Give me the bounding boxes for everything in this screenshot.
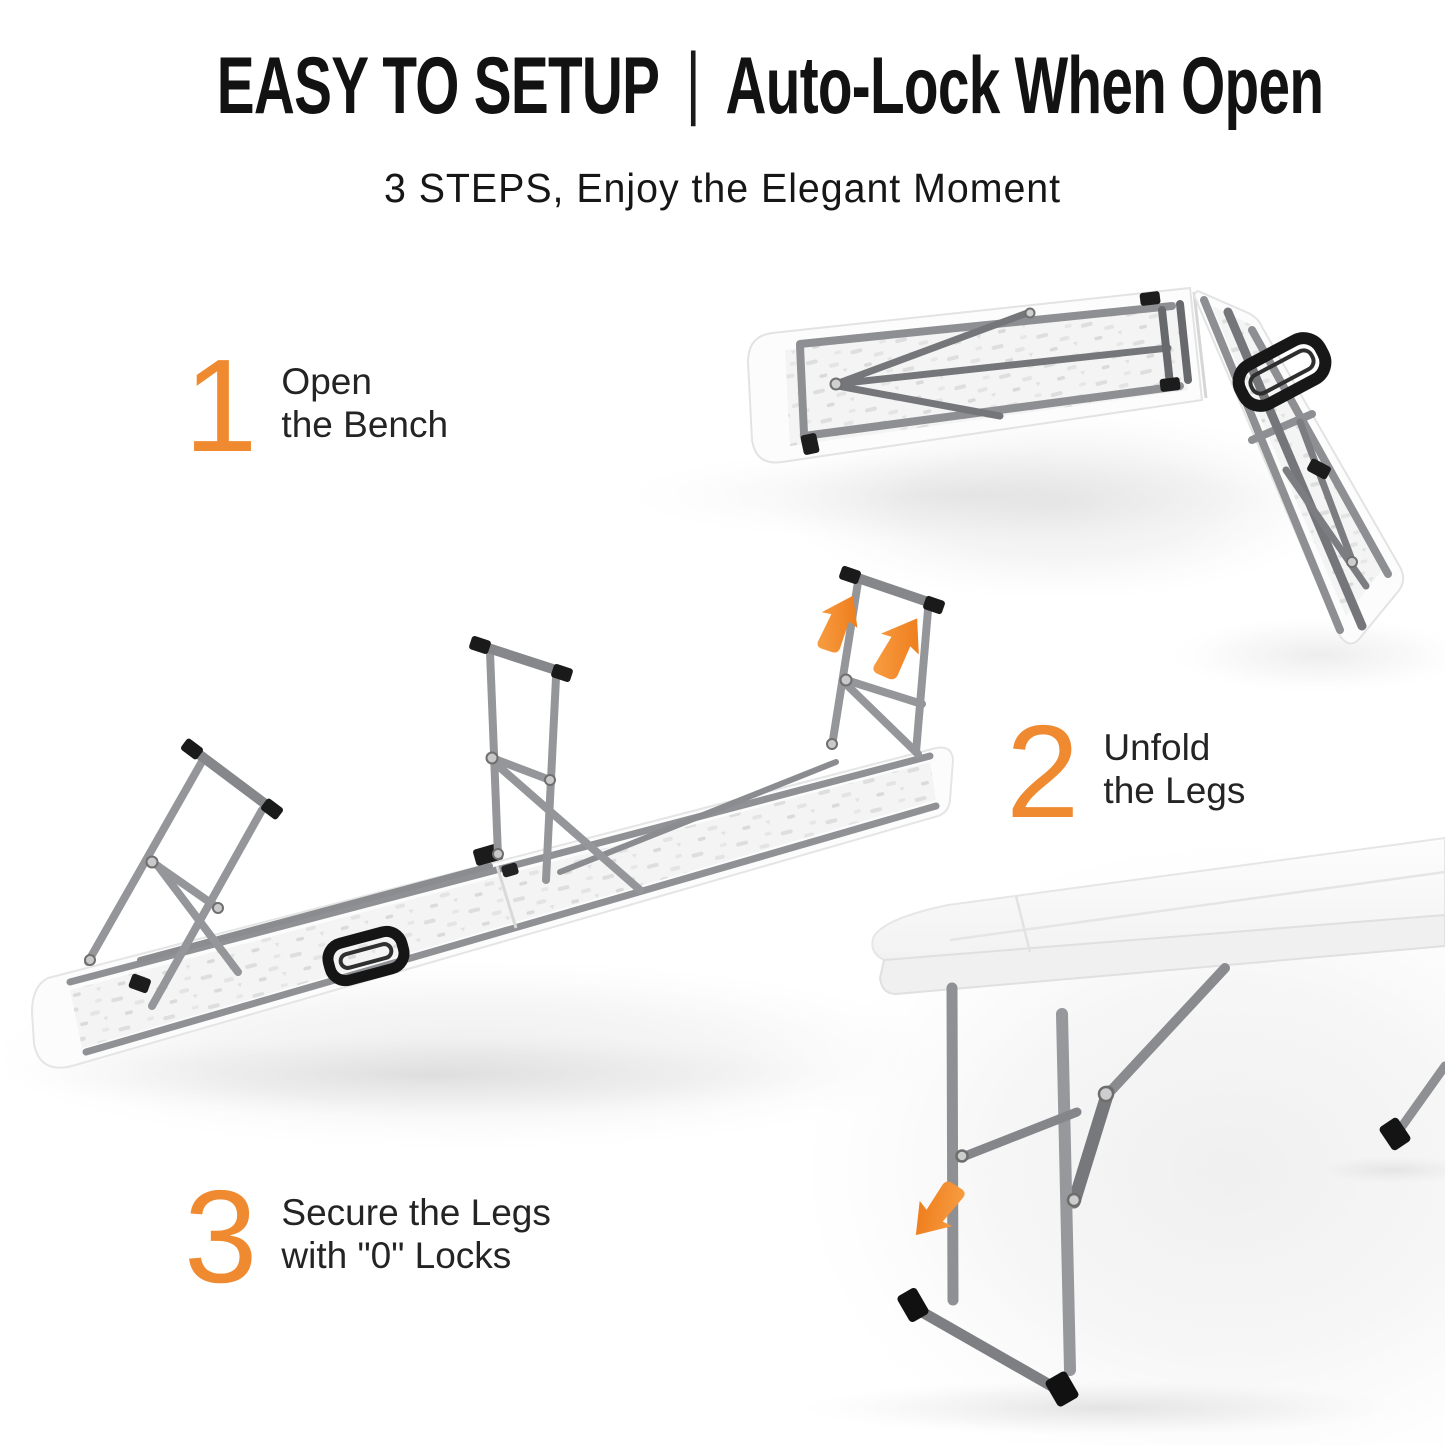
title-right: Auto-Lock When Open — [725, 41, 1324, 131]
step-1-label: Open the Bench — [281, 360, 448, 447]
step-3-line-2: with "0" Locks — [281, 1235, 512, 1277]
assembled-bench-illustration — [800, 836, 1445, 1445]
page-title: EASY TO SETUP | Auto-Lock When Open — [217, 42, 1324, 127]
header: EASY TO SETUP | Auto-Lock When Open 3 ST… — [0, 42, 1445, 212]
step-2-number: 2 — [1006, 698, 1079, 845]
step-3-label: Secure the Legs with "0" Locks — [281, 1191, 550, 1278]
up-arrow-icon — [806, 586, 870, 660]
carry-handle — [1232, 332, 1332, 412]
carry-handle — [322, 925, 410, 987]
step-3-number: 3 — [184, 1163, 257, 1310]
left-leg — [84, 738, 283, 1010]
step-2-unfold-legs: 2 Unfold the Legs — [1006, 698, 1245, 845]
step-1-number: 1 — [184, 332, 257, 479]
middle-leg — [469, 636, 644, 894]
title-left: EASY TO SETUP — [216, 41, 659, 131]
step-2-line-1: Unfold — [1103, 727, 1211, 768]
folded-bench-illustration — [620, 286, 1445, 693]
step-1-line-1: Open — [281, 361, 372, 402]
title-separator: | — [685, 37, 701, 127]
step-1-line-2: the Bench — [281, 404, 449, 446]
step-2-line-2: the Legs — [1103, 770, 1246, 812]
unfolding-bench-illustration — [0, 565, 955, 1150]
step-1-open-bench: 1 Open the Bench — [184, 332, 448, 479]
step-3-secure-legs: 3 Secure the Legs with "0" Locks — [184, 1163, 551, 1310]
front-leg-assembly — [897, 963, 1230, 1407]
step-3-line-1: Secure the Legs — [281, 1192, 551, 1233]
page-subtitle: 3 STEPS, Enjoy the Elegant Moment — [383, 165, 1062, 211]
step-2-label: Unfold the Legs — [1103, 726, 1245, 813]
